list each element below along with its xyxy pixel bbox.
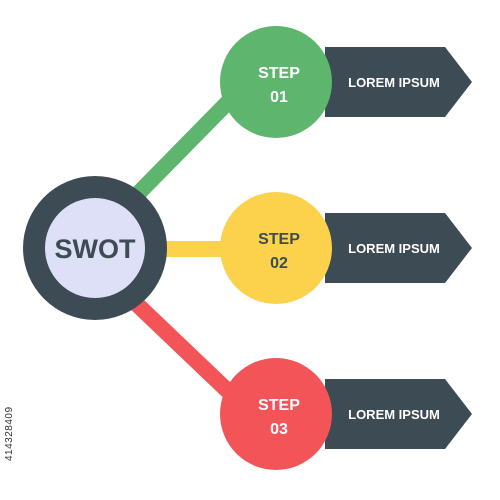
step-03-line2: 03	[270, 421, 288, 438]
side-id-text: 414328409	[4, 406, 15, 462]
banner-step-01-label: LOREM IPSUM	[348, 75, 440, 90]
step-02-line2: 02	[270, 255, 288, 272]
step-03-circle	[220, 358, 332, 470]
connector-step-03	[116, 284, 238, 401]
step-01-line1: STEP	[258, 65, 300, 82]
step-01-circle	[220, 26, 332, 138]
swot-hub-fill	[45, 198, 145, 298]
step-03-line1: STEP	[258, 397, 300, 414]
step-02-circle	[220, 192, 332, 304]
connector-step-02	[150, 241, 238, 257]
step-01-line2: 01	[270, 89, 288, 106]
banner-step-02-label: LOREM IPSUM	[348, 241, 440, 256]
banner-step-02	[325, 213, 472, 283]
banner-step-01	[325, 47, 472, 117]
banner-step-03	[325, 379, 472, 449]
step-02-line1: STEP	[258, 231, 300, 248]
banner-step-03-label: LOREM IPSUM	[348, 407, 440, 422]
swot-label: SWOT	[55, 234, 136, 264]
